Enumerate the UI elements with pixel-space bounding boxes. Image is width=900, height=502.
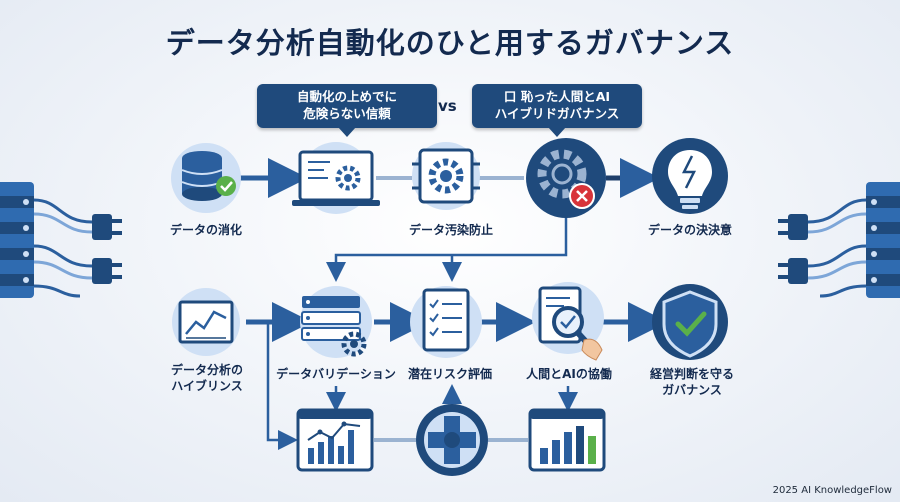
label-data-decision: データの決決意 [647, 223, 732, 237]
gear-chip-icon [412, 142, 480, 210]
checklist-document-icon [410, 286, 482, 358]
chart-monitor-icon [172, 288, 240, 356]
database-icon [171, 143, 241, 213]
monitor-gear-icon [292, 142, 380, 214]
callout-hybrid: 口 恥った人間とAI ハイブリドガバナンス [472, 84, 642, 137]
label-governance-line1: 経営判断を守る [649, 367, 734, 381]
label-hybrid-line2: ハイブリンス [171, 379, 243, 394]
shield-check-icon [652, 284, 728, 360]
label-human-ai: 人間とAIの協働 [526, 367, 612, 381]
callout-automation-line1: 自動化の上めでに [296, 89, 397, 105]
gear-error-icon [526, 138, 606, 218]
callout-automation: 自動化の上めでに 危険らない信頼 [257, 84, 437, 137]
callout-hybrid-line2: ハイブリドガバナンス [494, 106, 620, 121]
top-row-connectors [240, 158, 660, 282]
right-cable-connector-icon [778, 182, 900, 298]
label-data-pollution: データ汚染防止 [408, 223, 493, 237]
left-cable-connector-icon [0, 182, 122, 298]
footer-credit: 2025 AI KnowledgeFlow [772, 485, 892, 496]
label-hybrid-line1: データ分析の [170, 363, 243, 377]
label-hybrid: データ分析の ハイブリンス [162, 362, 252, 394]
label-risk: 潜在リスク評価 [407, 367, 492, 381]
server-list-icon [300, 286, 372, 358]
lightbulb-icon [652, 138, 728, 214]
label-governance: 経営判断を守る ガバナンス [640, 366, 744, 398]
label-validation: データバリデーション [276, 367, 396, 381]
label-data-consume: データの消化 [169, 223, 242, 237]
vs-label: vs [438, 97, 457, 115]
magnifier-document-icon [532, 282, 604, 361]
hub-icon [416, 404, 488, 476]
page-title: データ分析自動化のひと用するガバナンス [165, 26, 735, 60]
line-chart-icon [296, 408, 374, 472]
label-governance-line2: ガバナンス [662, 383, 722, 398]
callout-automation-line2: 危険らない信頼 [303, 106, 391, 121]
callout-hybrid-line1: 口 恥った人間とAI [503, 89, 611, 105]
bar-chart-icon [528, 408, 606, 472]
